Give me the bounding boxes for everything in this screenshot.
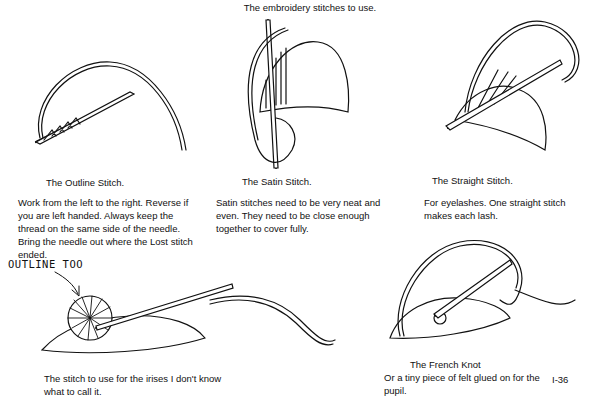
instruction-note: Satin stitches need to be very neat and …: [216, 196, 406, 235]
stitch-name: The Outline Stitch.: [46, 176, 176, 189]
instruction-note: Or a tiny piece of felt glued on for the…: [384, 371, 554, 397]
satin-stitch-figure: [248, 20, 348, 168]
instruction-note: Work from the left to the right. Reverse…: [18, 196, 196, 261]
page-number: I-36: [552, 373, 588, 386]
iris-stitch-figure: [42, 272, 335, 353]
stitch-name: The French Knot: [410, 358, 530, 371]
page-title: The embroidery stitches to use.: [200, 1, 420, 14]
stitch-name: The Straight Stitch.: [432, 174, 572, 187]
french-knot-figure: [390, 241, 575, 339]
leader-line: [55, 272, 78, 294]
outline-stitch-figure: [36, 62, 186, 150]
straight-stitch-figure: [446, 21, 579, 150]
stitch-name: The Satin Stitch.: [242, 175, 372, 188]
instruction-note: The stitch to use for the irises I don't…: [44, 372, 229, 398]
instruction-note: For eyelashes. One straight stitch makes…: [424, 196, 584, 222]
handwritten-note: OUTLINE TOO: [8, 258, 118, 271]
